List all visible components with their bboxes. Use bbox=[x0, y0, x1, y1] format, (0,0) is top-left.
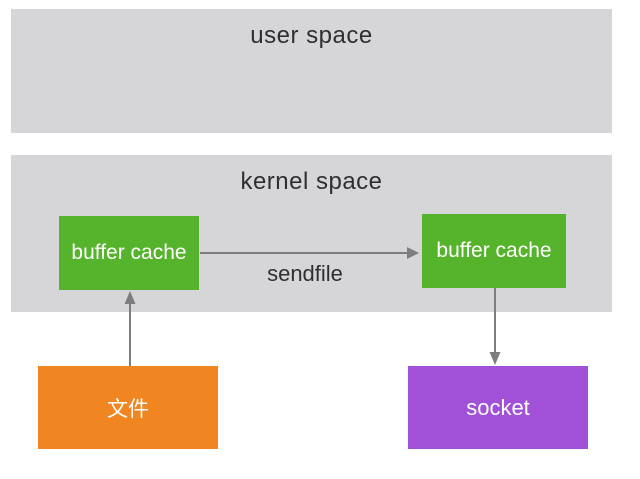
buffer-cache-left-node: buffer cache bbox=[59, 216, 199, 290]
buffer-cache-right-node: buffer cache bbox=[422, 214, 566, 288]
file-node: 文件 bbox=[38, 366, 218, 449]
buffer-cache-right-label: buffer cache bbox=[436, 239, 552, 262]
user-space-label: user space bbox=[250, 22, 373, 49]
sendfile-edge-label: sendfile bbox=[267, 261, 343, 286]
socket-node: socket bbox=[408, 366, 588, 449]
file-to-buffer-arrow-icon bbox=[124, 291, 136, 366]
kernel-space-label: kernel space bbox=[240, 168, 383, 195]
buffer-to-socket-arrow-icon bbox=[489, 288, 501, 365]
socket-node-label: socket bbox=[466, 394, 530, 420]
user-space-region: user space bbox=[11, 9, 612, 133]
sendfile-arrow-icon bbox=[200, 247, 419, 259]
file-node-label: 文件 bbox=[107, 397, 149, 421]
buffer-cache-left-label: buffer cache bbox=[71, 241, 187, 264]
